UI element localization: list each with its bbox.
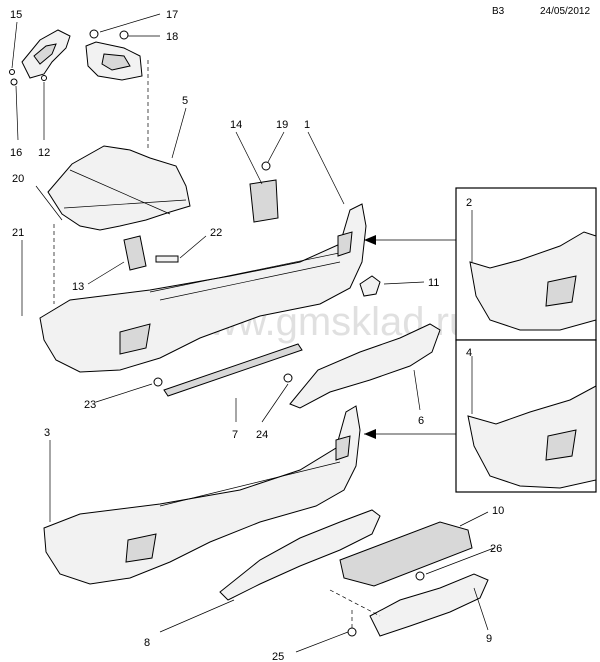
clip-24: [283, 373, 293, 383]
clip-26: [415, 571, 425, 581]
callout-14: 14: [230, 119, 242, 131]
callout-7: 7: [232, 429, 238, 441]
callout-2: 2: [466, 197, 472, 209]
callout-4: 4: [466, 347, 472, 359]
callout-10: 10: [492, 505, 504, 517]
callout-23: 23: [84, 399, 96, 411]
callout-17: 17: [166, 9, 178, 21]
callout-11: 11: [428, 277, 439, 289]
callout-13: 13: [72, 281, 84, 293]
inset-variant-2: [455, 187, 597, 341]
callout-20: 20: [12, 173, 24, 185]
callout-19: 19: [276, 119, 288, 131]
callout-1: 1: [304, 119, 310, 131]
callout-25: 25: [272, 651, 284, 662]
skid-plate-9: [369, 573, 489, 637]
rear-bumper-cover-1: [39, 203, 367, 373]
rear-bumper-cover-3: [43, 405, 361, 585]
inset-variant-4: [455, 339, 597, 493]
sheet-date: 24/05/2012: [540, 6, 590, 17]
mounting-plate-10: [339, 521, 473, 587]
callout-16: 16: [10, 147, 22, 159]
callout-18: 18: [166, 31, 178, 43]
clip-25: [347, 627, 357, 637]
callout-21: 21: [12, 227, 24, 239]
cap-11: [359, 275, 381, 297]
sheet-code: B3: [492, 6, 505, 17]
bracket-13: [123, 235, 179, 271]
callout-15: 15: [10, 9, 22, 21]
arrowhead-2: [364, 235, 376, 245]
upper-bracket-17: [85, 29, 143, 81]
reinforcement-7: [163, 343, 303, 397]
callout-9: 9: [486, 633, 492, 645]
side-bracket-12: [9, 29, 71, 86]
callout-8: 8: [144, 637, 150, 649]
bracket-14: [249, 161, 279, 223]
trim-strip-8: [219, 509, 381, 601]
arrowhead-4: [364, 429, 376, 439]
skid-plate-6: [289, 323, 441, 409]
callout-3: 3: [44, 427, 50, 439]
callout-5: 5: [182, 95, 188, 107]
callout-6: 6: [418, 415, 424, 427]
leader-lines: [11, 13, 495, 653]
callout-26: 26: [490, 543, 502, 555]
callout-22: 22: [210, 227, 222, 239]
callout-24: 24: [256, 429, 268, 441]
callout-12: 12: [38, 147, 50, 159]
corner-panel-5: [47, 145, 191, 231]
construction-line-a: [329, 589, 381, 617]
clip-23: [153, 377, 163, 387]
